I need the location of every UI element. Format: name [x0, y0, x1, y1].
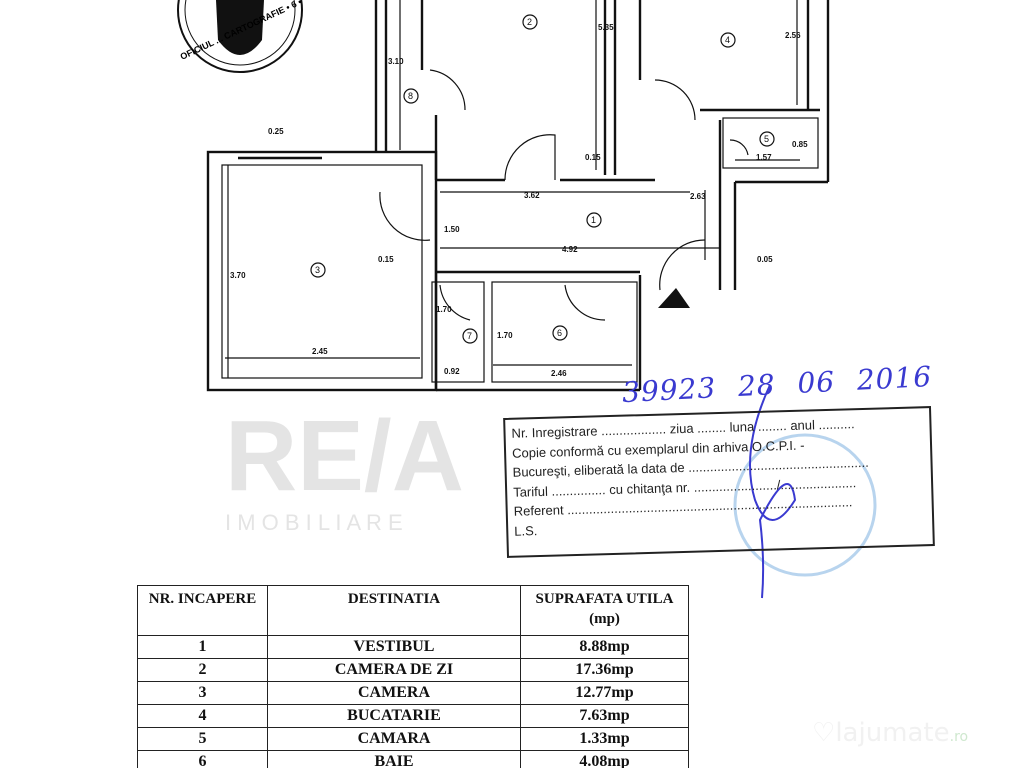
- header-nr: NR. INCAPERE: [137, 585, 268, 636]
- logo-heart-icon: ♡: [812, 718, 836, 748]
- cell-nr: 2: [137, 658, 268, 682]
- logo-tld: .ro: [949, 729, 969, 745]
- doors: [379, 69, 749, 321]
- rooms-table: NR. INCAPERE DESTINATIA SUPRAFATA UTILA …: [137, 585, 689, 768]
- cell-nr: 3: [137, 681, 268, 705]
- official-seal: OFICIUL ... CARTOGRAFIE • 6 •: [177, 0, 303, 73]
- cell-suprafata: 1.33mp: [520, 727, 689, 751]
- cell-suprafata: 4.08mp: [520, 750, 689, 768]
- watermark-sub: I M O B I L I A R E: [225, 510, 403, 535]
- cell-suprafata: 17.36mp: [520, 658, 689, 682]
- cell-destinatia: CAMERA DE ZI: [267, 658, 521, 682]
- cell-nr: 4: [137, 704, 268, 728]
- cell-suprafata: 8.88mp: [520, 635, 689, 659]
- watermark-brand: RE/A: [225, 400, 464, 512]
- room-5-label: 5: [764, 134, 769, 144]
- dim-label: 2.45: [312, 347, 328, 356]
- cell-nr: 1: [137, 635, 268, 659]
- dim-label: 2.56: [785, 31, 801, 40]
- dimension-lines: [225, 0, 800, 378]
- dim-label: 0.92: [444, 367, 460, 376]
- room-1-label: 1: [591, 215, 596, 225]
- cell-nr: 5: [137, 727, 268, 751]
- walls: [206, 0, 830, 392]
- cell-nr: 6: [137, 750, 268, 768]
- dim-label: 0.85: [792, 140, 808, 149]
- dim-label: 1.70: [497, 331, 513, 340]
- logo-name: lajumate: [835, 718, 950, 748]
- room-8-label: 8: [408, 91, 413, 101]
- dimension-labels: 3.10 5.35 2.56 0.25 0.15 1.57 0.85 3.62 …: [230, 23, 808, 378]
- dim-label: 2.63: [690, 192, 706, 201]
- signature: [749, 384, 797, 599]
- dim-label: 1.70: [436, 305, 452, 314]
- ocpi-stamp: [733, 433, 877, 577]
- dim-label: 1.57: [756, 153, 772, 162]
- dim-label: 0.15: [378, 255, 394, 264]
- dim-label: 0.15: [585, 153, 601, 162]
- dim-label: 5.35: [598, 23, 614, 32]
- cell-suprafata: 12.77mp: [520, 681, 689, 705]
- cell-destinatia: CAMERA: [267, 681, 521, 705]
- dim-label: 1.50: [444, 225, 460, 234]
- dim-label: 3.70: [230, 271, 246, 280]
- header-suprafata: SUPRAFATA UTILA (mp): [520, 585, 689, 636]
- cell-suprafata: 7.63mp: [520, 704, 689, 728]
- room-3-label: 3: [315, 265, 320, 275]
- dim-label: 3.10: [388, 57, 404, 66]
- room-labels: 2 4 8 5 1 3 7 6: [310, 14, 775, 344]
- cell-destinatia: BAIE: [267, 750, 521, 768]
- dim-label: 0.05: [757, 255, 773, 264]
- dim-label: 0.25: [268, 127, 284, 136]
- cell-destinatia: CAMARA: [267, 727, 521, 751]
- room-6-label: 6: [557, 328, 562, 338]
- table-header: NR. INCAPERE DESTINATIA SUPRAFATA UTILA …: [137, 585, 689, 636]
- certification-stamp-box: Nr. Inregistrare .................. ziua…: [503, 406, 935, 558]
- dim-label: 2.46: [551, 369, 567, 378]
- room-4-label: 4: [725, 35, 730, 45]
- header-destinatia: DESTINATIA: [267, 585, 521, 636]
- lajumate-logo[interactable]: ♡lajumate.ro: [812, 718, 968, 748]
- dim-label: 3.62: [524, 191, 540, 200]
- cell-destinatia: BUCATARIE: [267, 704, 521, 728]
- room-2-label: 2: [527, 17, 532, 27]
- cell-destinatia: VESTIBUL: [267, 635, 521, 659]
- entrance-arrow-icon: [658, 288, 690, 308]
- dim-label: 4.92: [562, 245, 578, 254]
- room-7-label: 7: [467, 331, 472, 341]
